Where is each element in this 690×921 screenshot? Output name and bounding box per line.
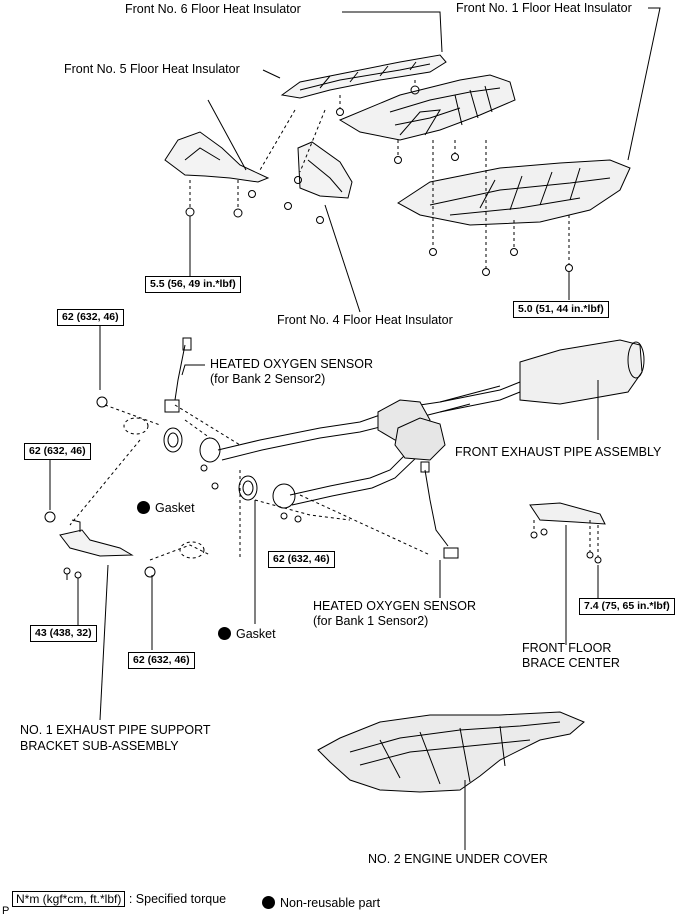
gasket-text-1: Gasket xyxy=(155,501,195,515)
torque-box-7-4: 7.4 (75, 65 in.*lbf) xyxy=(579,598,675,615)
label-front-no6: Front No. 6 Floor Heat Insulator xyxy=(125,2,301,16)
support-bracket-shape xyxy=(59,519,134,586)
engine-under-cover-shape xyxy=(317,711,585,793)
legend-torque: N*m (kgf*cm, ft.*lbf) : Specified torque xyxy=(12,891,227,907)
label-front-exhaust-pipe: FRONT EXHAUST PIPE ASSEMBLY xyxy=(455,445,662,459)
floor-brace-shape xyxy=(529,502,606,564)
front-no6-insulator-shape xyxy=(280,54,447,99)
label-floor-brace-line2: BRACE CENTER xyxy=(522,656,620,670)
torque-box-5-5: 5.5 (56, 49 in.*lbf) xyxy=(145,276,241,293)
non-reusable-dot-2 xyxy=(218,627,231,640)
exhaust-gaskets xyxy=(163,427,296,509)
label-hos-bank1-line2: (for Bank 1 Sensor2) xyxy=(313,614,429,628)
gasket-label-2: Gasket xyxy=(218,627,276,642)
front-exhaust-pipe-shape xyxy=(217,339,645,506)
legend-dot xyxy=(262,896,275,909)
oxygen-sensor-bank1-shape xyxy=(420,461,459,559)
torque-box-43: 43 (438, 32) xyxy=(30,625,97,642)
torque-box-62-d: 62 (632, 46) xyxy=(128,652,195,669)
label-front-no1: Front No. 1 Floor Heat Insulator xyxy=(456,1,632,15)
label-under-cover: NO. 2 ENGINE UNDER COVER xyxy=(368,852,548,866)
assembly-lines-top xyxy=(189,80,570,268)
gasket-text-2: Gasket xyxy=(236,627,276,641)
front-no5-insulator-shape xyxy=(164,131,270,183)
torque-box-62-a: 62 (632, 46) xyxy=(57,309,124,326)
label-bracket-line2: BRACKET SUB-ASSEMBLY xyxy=(20,739,179,753)
legend-torque-unit: N*m (kgf*cm, ft.*lbf) xyxy=(12,891,126,907)
legend-torque-text: : Specified torque xyxy=(128,892,227,906)
label-hos-bank2-line1: HEATED OXYGEN SENSOR xyxy=(210,357,373,371)
legend-nonreusable: Non-reusable part xyxy=(262,896,380,911)
label-front-no5: Front No. 5 Floor Heat Insulator xyxy=(64,62,240,76)
front-no4-insulator-shape xyxy=(297,141,353,199)
label-bracket-line1: NO. 1 EXHAUST PIPE SUPPORT xyxy=(20,723,211,737)
torque-box-62-b: 62 (632, 46) xyxy=(24,443,91,460)
front-no1-upper-insulator-shape xyxy=(338,74,516,141)
corner-mark: P xyxy=(2,905,10,917)
label-hos-bank2-line2: (for Bank 2 Sensor2) xyxy=(210,372,326,386)
front-no1-lower-insulator-shape xyxy=(397,159,631,226)
label-floor-brace-line1: FRONT FLOOR xyxy=(522,641,612,655)
legend-nonreusable-text: Non-reusable part xyxy=(280,896,381,910)
non-reusable-dot-1 xyxy=(137,501,150,514)
label-front-no4: Front No. 4 Floor Heat Insulator xyxy=(277,313,453,327)
assembly-lines-mid xyxy=(69,404,599,561)
insulator-fasteners xyxy=(185,85,573,276)
label-hos-bank1-line1: HEATED OXYGEN SENSOR xyxy=(313,599,476,613)
pipe-connectors xyxy=(123,417,205,559)
torque-box-62-c: 62 (632, 46) xyxy=(268,551,335,568)
oxygen-sensor-bank2-shape xyxy=(164,337,192,413)
gasket-label-1: Gasket xyxy=(137,501,195,516)
torque-box-5-0: 5.0 (51, 44 in.*lbf) xyxy=(513,301,609,318)
